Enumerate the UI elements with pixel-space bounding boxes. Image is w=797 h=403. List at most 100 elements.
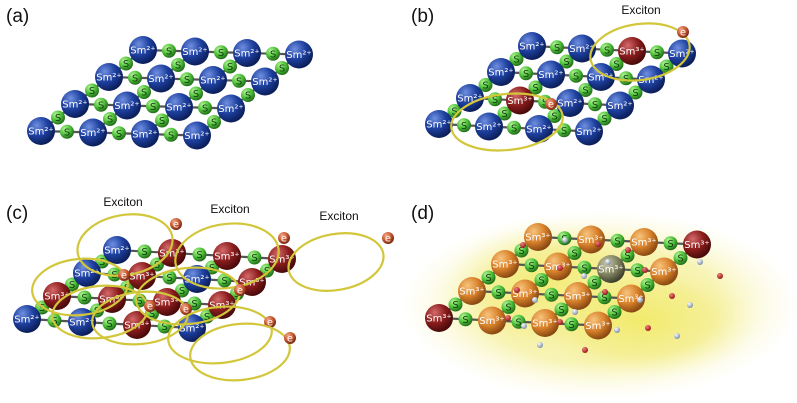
s-atom-d-label: S: [495, 288, 501, 299]
sm2-ion-b-label: Sm²⁺: [519, 42, 544, 53]
s-atom-d-label: S: [538, 276, 544, 287]
sm2-ion-a-sphere: [165, 93, 193, 121]
s-atom-a-label: S: [193, 89, 199, 100]
sm3-ion-d-sphere: [425, 304, 453, 332]
s-atom-a-sphere: [266, 46, 280, 61]
s-atom-d-label: S: [528, 261, 534, 272]
s-atom-a-sphere: [207, 115, 221, 129]
sm2-ion-c: Sm²⁺: [103, 236, 131, 264]
sm3-ion-b: Sm³⁺: [506, 86, 534, 115]
sm2-ion-b-label: Sm²⁺: [576, 127, 601, 138]
electron-dot: [557, 319, 563, 325]
s-atom-d-sphere: [607, 305, 622, 319]
s-atom-b-sphere: [650, 45, 664, 60]
sm2-ion-b: Sm²⁺: [518, 32, 546, 60]
hole-dot: [687, 302, 693, 308]
s-atom-c-label: S: [154, 260, 160, 271]
electron-dot: [557, 265, 563, 271]
s-atom-b-sphere: [447, 104, 462, 118]
sm2-ion-b-label: Sm²⁺: [538, 70, 563, 81]
s-atom-a-sphere: [164, 127, 178, 142]
electron-b-label: e: [548, 100, 554, 111]
sm3-ion-d-sphere: [630, 228, 658, 256]
s-atom-d: S: [597, 290, 612, 305]
sm3-ion-d: Sm³⁺: [531, 309, 559, 337]
electron-b: e: [677, 26, 689, 39]
sm3-ion-d-label: Sm³⁺: [426, 314, 451, 325]
electron-c-label: e: [281, 234, 287, 245]
sm2-ion-a-sphere: [131, 120, 159, 148]
sm3-ion-d-label: Sm³⁺: [618, 294, 643, 305]
s-atom-b-sphere: [659, 59, 674, 74]
sm2-ion-a: Sm²⁺: [113, 91, 141, 120]
s-atom-a-sphere: [214, 45, 228, 60]
s-atom-a-label: S: [141, 88, 147, 99]
s-atom-d-label: S: [548, 290, 554, 301]
s-atom-a: S: [207, 115, 221, 129]
sm3-ion-c-label: Sm³⁺: [44, 292, 69, 303]
s-atom-a-label: S: [89, 86, 95, 97]
sm3-ion-b-label: Sm³⁺: [619, 47, 644, 58]
electron-c-sphere: [382, 232, 394, 244]
sm2-ion-a-label: Sm²⁺: [200, 76, 225, 87]
hole-dot: [537, 342, 543, 348]
s-atom-c: S: [137, 244, 152, 259]
electron-c-sphere: [234, 284, 246, 296]
s-atom-a: S: [128, 70, 142, 85]
s-atom-b-sphere: [559, 54, 574, 69]
sm3-ion-d-label: Sm³⁺: [585, 321, 610, 332]
sm2-ion-b-label: Sm²⁺: [669, 49, 694, 60]
s-atom-d-sphere: [640, 278, 655, 292]
s-atom-d: S: [491, 285, 506, 300]
electron-c: e: [170, 218, 182, 231]
sm2-ion-b-sphere: [487, 58, 515, 86]
exciton-ring-b: [589, 22, 691, 82]
sm2-ion-a-sphere: [113, 91, 141, 120]
sm2-ion-b: Sm²⁺: [575, 117, 603, 146]
sm3-ion-d: Sm³⁺: [584, 311, 612, 340]
s-atom-b: S: [597, 111, 612, 126]
sm2-ion-a-label: Sm²⁺: [96, 73, 121, 84]
s-atom-a: S: [241, 88, 255, 102]
sm3-ion-d-label: Sm³⁺: [578, 235, 603, 246]
sm3-ion-c: Sm³⁺: [153, 288, 181, 316]
s-atom-c-label: S: [69, 280, 75, 291]
s-atom-a: S: [119, 56, 133, 71]
s-atom-d-sphere: [597, 290, 612, 305]
s-atom-d: S: [610, 233, 625, 248]
sm2-ion-a-label: Sm²⁺: [148, 74, 173, 85]
electron-c-label: e: [183, 305, 189, 316]
s-atom-c-label: S: [196, 250, 202, 261]
sm2-ion-b-sphere: [525, 115, 553, 143]
s-atom-d-sphere: [501, 300, 516, 314]
exciton-label-c: Exciton: [103, 195, 142, 209]
s-atom-d: S: [564, 317, 579, 332]
s-atom-b-label: S: [592, 100, 598, 111]
sm2-ion-a: Sm²⁺: [183, 121, 211, 150]
s-atom-b-sphere: [588, 97, 602, 112]
s-atom-d-label: S: [614, 236, 620, 247]
s-atom-d-sphere: [577, 260, 592, 275]
s-atom-d-label: S: [515, 317, 521, 328]
s-atom-a: S: [103, 112, 117, 126]
sm2-ion-b: Sm²⁺: [556, 89, 584, 117]
sm2-ion-a: Sm²⁺: [251, 67, 279, 96]
electron-dot: [514, 287, 520, 293]
sm2-ion-c-sphere: [73, 259, 101, 287]
s-atom-d: S: [554, 302, 569, 317]
s-atom-c-label: S: [136, 296, 142, 307]
s-atom-c-label: S: [179, 286, 185, 297]
sm2-ion-b: Sm²⁺: [475, 112, 503, 141]
s-atom-a-sphere: [180, 72, 194, 87]
sm2-ion-a-label: Sm²⁺: [166, 103, 191, 114]
sm2-ion-b-label: Sm²⁺: [607, 101, 632, 112]
sm2-ion-b: Sm²⁺: [525, 115, 553, 143]
s-atom-a: S: [146, 99, 160, 114]
sm2-ion-b: Sm²⁺: [425, 110, 453, 138]
s-atom-b-label: S: [542, 97, 548, 108]
s-atom-b-sphere: [600, 42, 614, 57]
s-atom-c: S: [192, 247, 207, 262]
s-atom-b-sphere: [550, 40, 564, 55]
electron-dot: [642, 267, 648, 273]
sm3-ion-d-sphere: [478, 306, 506, 335]
